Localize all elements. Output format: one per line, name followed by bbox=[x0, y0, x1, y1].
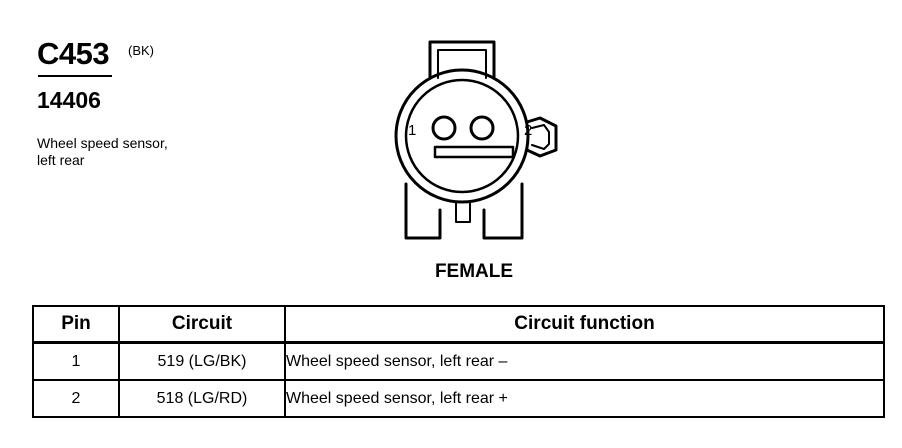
circuit-function-cell: Wheel speed sensor, left rear + bbox=[284, 379, 885, 418]
key-slot bbox=[433, 145, 515, 159]
title-rule bbox=[38, 75, 112, 77]
pin-cell: 2 bbox=[32, 379, 120, 418]
connector-latch-inner bbox=[437, 49, 487, 79]
part-number: 14406 bbox=[37, 87, 101, 113]
pin-label-2: 2 bbox=[524, 122, 532, 139]
connector-key-tab-inner bbox=[531, 124, 550, 150]
connector-body-inner bbox=[404, 78, 520, 194]
table-row: 1 519 (LG/BK) Wheel speed sensor, left r… bbox=[32, 341, 885, 381]
pin-1-cavity bbox=[431, 115, 457, 141]
connector-leg-left bbox=[404, 182, 442, 240]
column-header-circuit-function: Circuit function bbox=[284, 305, 885, 344]
connector-id: C453 bbox=[37, 36, 110, 71]
column-header-circuit: Circuit bbox=[118, 305, 286, 344]
connector-description: Wheel speed sensor, left rear bbox=[37, 135, 168, 169]
connector-color-code: (BK) bbox=[128, 43, 154, 58]
description-line: left rear bbox=[37, 152, 85, 168]
connector-latch bbox=[428, 40, 496, 80]
connector-key-tab bbox=[525, 116, 558, 158]
description-line: Wheel speed sensor, bbox=[37, 135, 168, 151]
circuit-cell: 519 (LG/BK) bbox=[118, 341, 286, 381]
connector-center-notch bbox=[455, 201, 471, 223]
table-header-row: Pin Circuit Circuit function bbox=[32, 305, 885, 344]
connector-body-outer bbox=[394, 68, 530, 204]
connector-leg-right bbox=[482, 182, 524, 240]
circuit-function-cell: Wheel speed sensor, left rear – bbox=[284, 341, 885, 381]
pin-label-1: 1 bbox=[408, 122, 416, 139]
column-header-pin: Pin bbox=[32, 305, 120, 344]
pin-table: Pin Circuit Circuit function 1 519 (LG/B… bbox=[32, 305, 885, 418]
connector-view-label: FEMALE bbox=[434, 261, 514, 282]
circuit-cell: 518 (LG/RD) bbox=[118, 379, 286, 418]
pin-2-cavity bbox=[469, 115, 495, 141]
table-row: 2 518 (LG/RD) Wheel speed sensor, left r… bbox=[32, 379, 885, 418]
connector-face-diagram: 1 2 bbox=[394, 40, 558, 240]
pin-cell: 1 bbox=[32, 341, 120, 381]
